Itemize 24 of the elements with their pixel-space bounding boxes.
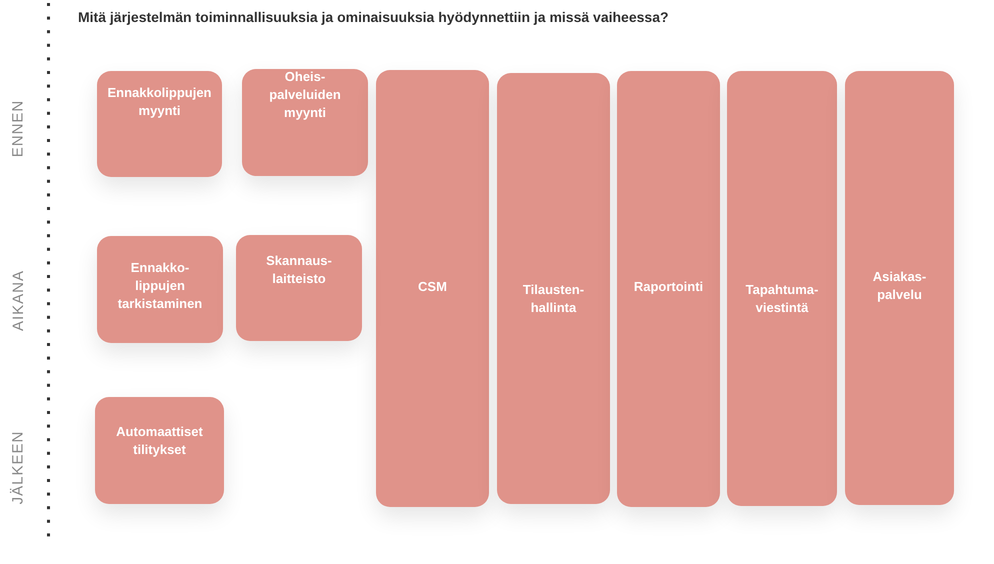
process-box: [236, 235, 362, 341]
box-label: Tilausten- hallinta: [522, 280, 586, 316]
box-label: Ennakko- lippujen tarkistaminen: [116, 258, 204, 312]
phase-label: ENNEN: [9, 99, 26, 157]
box-label: CSM: [417, 278, 448, 296]
process-box: [617, 71, 720, 507]
process-box: [95, 397, 224, 504]
box-label: Ennakkolippujen myynti: [106, 84, 212, 120]
process-box: [727, 71, 837, 506]
phase-label: AIKANA: [10, 269, 27, 331]
process-box: [497, 73, 610, 504]
phase-label: JÄLKEEN: [9, 430, 26, 504]
box-label: Skannaus- laitteisto: [265, 252, 333, 288]
process-box: [97, 236, 223, 343]
process-box: [242, 69, 368, 176]
box-label: Raportointi: [632, 278, 704, 296]
process-box: [845, 71, 954, 505]
heading: Mitä järjestelmän toiminnallisuuksia ja ominaisuuksia hyödynnettiin ja missä vaiheessa?: [78, 9, 669, 25]
box-label: Automaattiset tilitykset: [115, 422, 204, 458]
process-box: [376, 70, 489, 507]
process-box: [97, 71, 222, 177]
box-label: Oheis- palveluiden myynti: [268, 68, 342, 122]
box-label: Tapahtuma- viestintä: [744, 280, 820, 316]
box-label: Asiakas- palvelu: [872, 268, 928, 304]
